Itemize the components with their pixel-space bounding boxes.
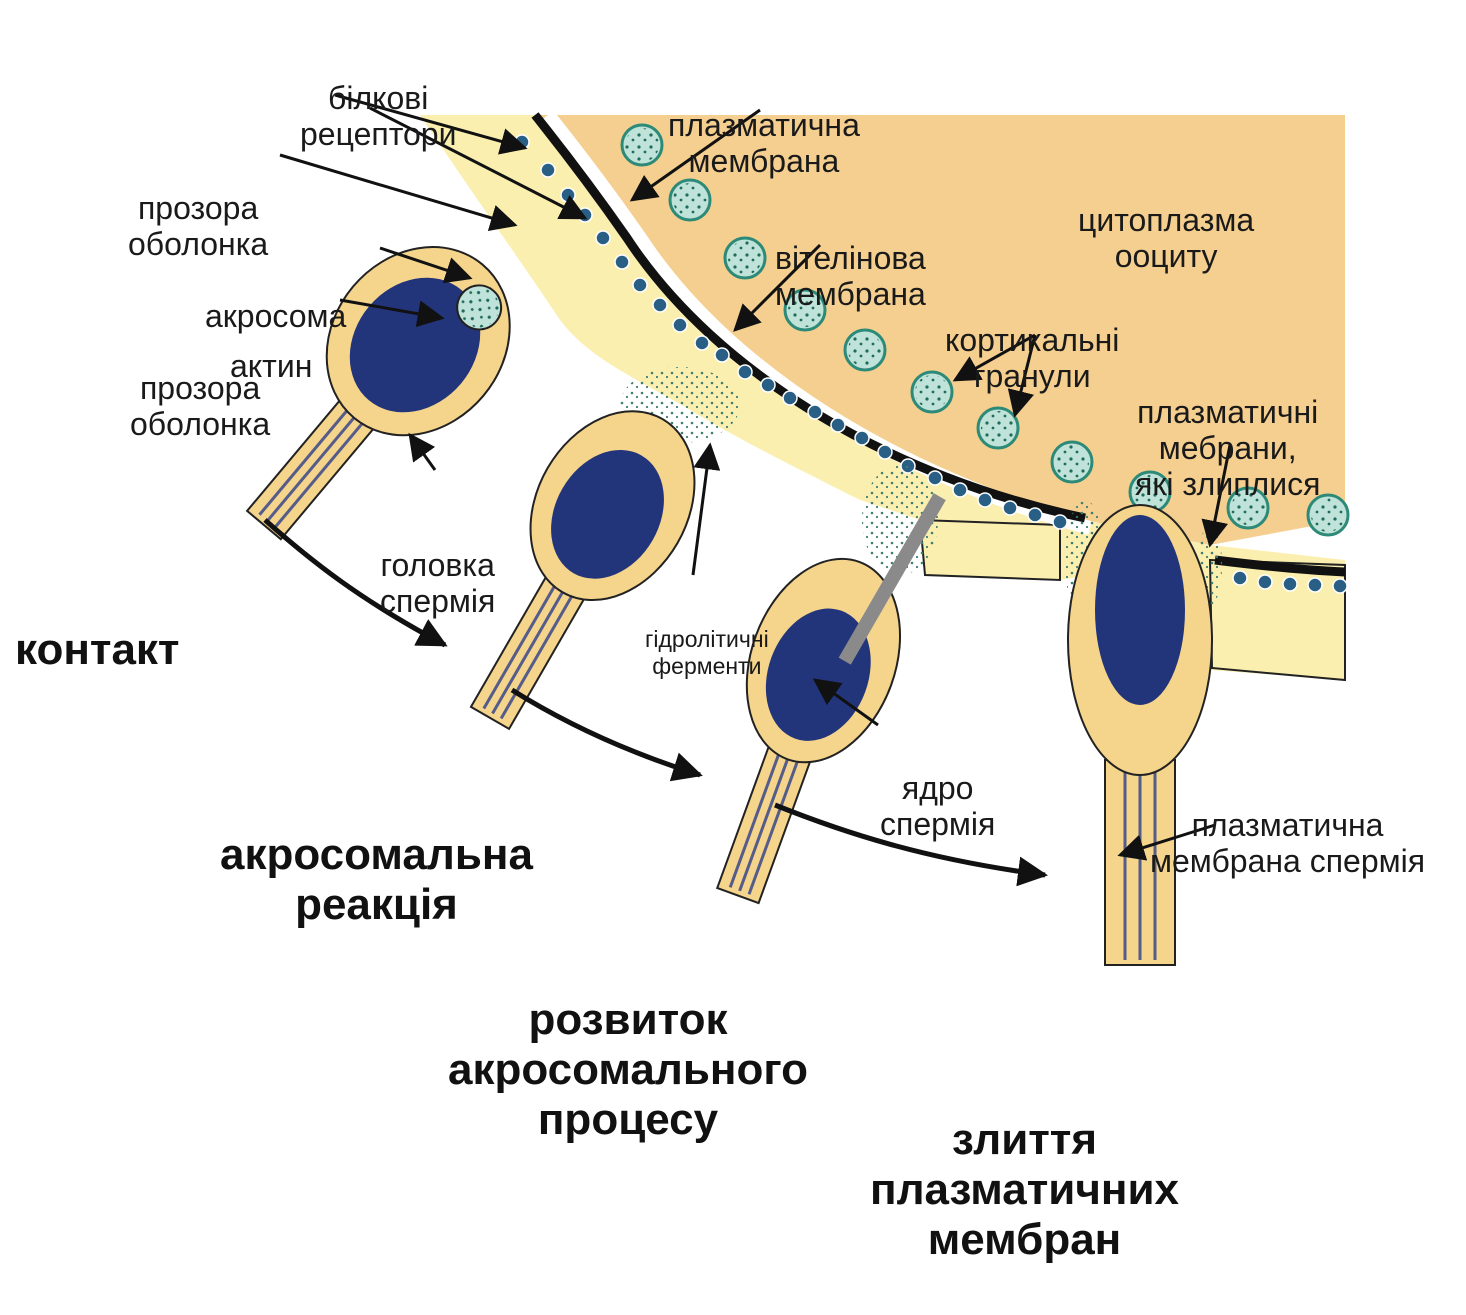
- zona-fragment-right: [1210, 560, 1345, 680]
- receptor-dot: [953, 483, 967, 497]
- receptor-dot: [761, 378, 775, 392]
- receptor-dot: [783, 391, 797, 405]
- receptor-dot: [1053, 515, 1067, 529]
- stage-contact: контакт: [15, 525, 179, 725]
- receptor-dot: [978, 493, 992, 507]
- receptor-dot: [541, 163, 555, 177]
- receptor-dot: [878, 445, 892, 459]
- receptor-dot: [695, 336, 709, 350]
- receptor-dot: [1283, 577, 1297, 591]
- receptor-dot: [1003, 501, 1017, 515]
- receptor-dot: [596, 231, 610, 245]
- receptor-dot: [855, 431, 869, 445]
- receptor-dot: [928, 471, 942, 485]
- receptor-dot: [633, 278, 647, 292]
- receptor-dot: [673, 318, 687, 332]
- receptor-dot: [831, 418, 845, 432]
- receptor-dot: [1233, 571, 1247, 585]
- cortical-granule: [1052, 442, 1092, 482]
- cortical-granule: [725, 238, 765, 278]
- receptor-dot: [808, 405, 822, 419]
- receptor-dot: [615, 255, 629, 269]
- receptor-dot: [561, 188, 575, 202]
- zona-fragment: [920, 520, 1060, 580]
- cortical-granule: [622, 125, 662, 165]
- receptor-dot: [1258, 575, 1272, 589]
- receptor-dot: [715, 348, 729, 362]
- receptor-dot: [1333, 579, 1347, 593]
- receptor-dot: [1028, 508, 1042, 522]
- receptor-dot: [653, 298, 667, 312]
- receptor-dot: [738, 365, 752, 379]
- receptor-dot: [1308, 578, 1322, 592]
